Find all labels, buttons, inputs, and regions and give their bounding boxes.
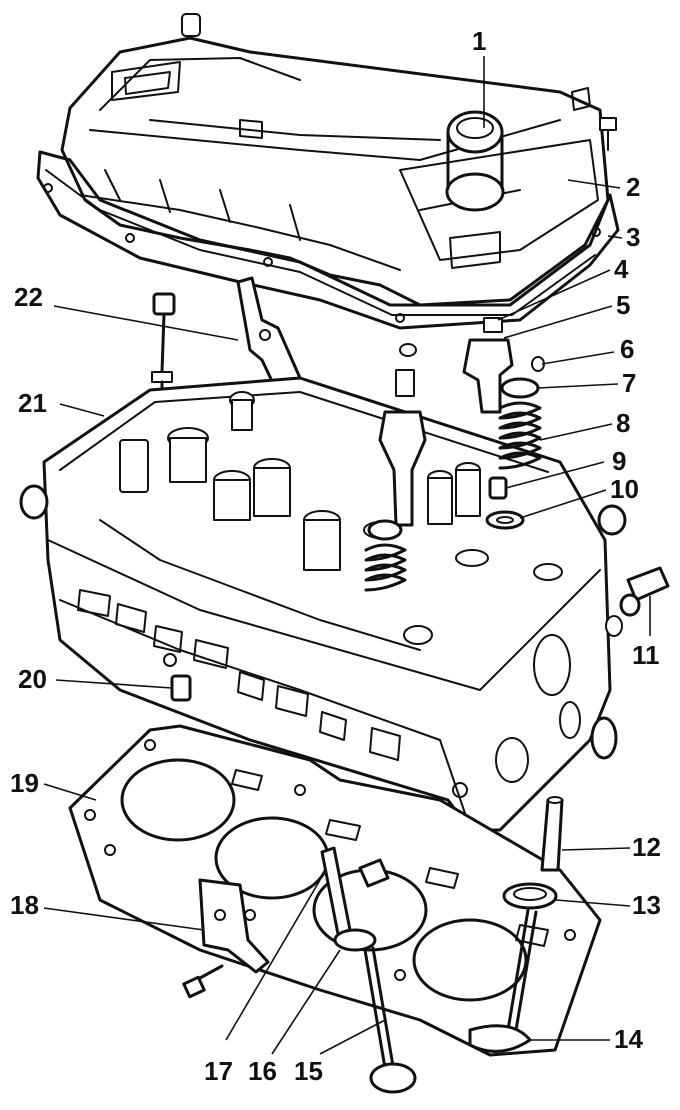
intake-valve — [363, 946, 417, 1094]
callout-6: 6 — [620, 334, 634, 364]
cylinder-head — [42, 376, 612, 832]
callout-7: 7 — [622, 368, 636, 398]
callout-19: 19 — [10, 768, 39, 798]
callout-9: 9 — [612, 446, 626, 476]
callout-22: 22 — [14, 282, 43, 312]
rocker-arm — [462, 317, 545, 414]
valve-guide — [540, 796, 564, 872]
callout-labels: 1 2 3 4 5 6 7 8 9 10 11 12 13 14 15 16 1… — [10, 26, 661, 1086]
cylinder-head-bolt — [151, 292, 176, 414]
callout-2: 2 — [626, 172, 640, 202]
callout-13: 13 — [632, 890, 661, 920]
intake-valve-seat — [333, 928, 377, 952]
valve-stem-seal — [488, 476, 508, 500]
callout-16: 16 — [248, 1056, 277, 1086]
side-plug-left — [19, 484, 49, 520]
side-plug-right — [597, 504, 627, 536]
callout-21: 21 — [18, 388, 47, 418]
valve-cover — [60, 13, 610, 307]
valve-seat-insert — [502, 882, 558, 910]
spring-retainer — [500, 377, 540, 399]
small-sensor-plug — [358, 858, 390, 888]
second-rocker-arm — [378, 343, 427, 527]
callout-12: 12 — [632, 832, 661, 862]
leader-lines — [43, 56, 651, 1055]
cover-bolt — [599, 117, 617, 151]
callout-11: 11 — [632, 640, 660, 670]
callout-15: 15 — [294, 1056, 323, 1086]
lower-bracket — [198, 878, 270, 974]
callout-20: 20 — [18, 664, 47, 694]
temperature-sensor — [605, 566, 670, 637]
valve-spring — [498, 401, 542, 470]
oil-filler-cap — [445, 110, 505, 212]
callout-1: 1 — [472, 26, 486, 56]
spring-seat — [485, 510, 525, 530]
installed-valve-spring — [364, 519, 433, 645]
bracket-bolt — [182, 964, 224, 999]
callout-18: 18 — [10, 890, 39, 920]
callout-5: 5 — [616, 290, 630, 320]
callout-10: 10 — [610, 474, 639, 504]
dowel-pin — [170, 674, 192, 702]
callout-3: 3 — [626, 222, 640, 252]
exhaust-valve — [468, 908, 538, 1053]
callout-4: 4 — [614, 254, 629, 284]
side-plug-lower — [590, 716, 618, 760]
callout-8: 8 — [616, 408, 630, 438]
callout-14: 14 — [614, 1024, 643, 1054]
callout-17: 17 — [204, 1056, 233, 1086]
